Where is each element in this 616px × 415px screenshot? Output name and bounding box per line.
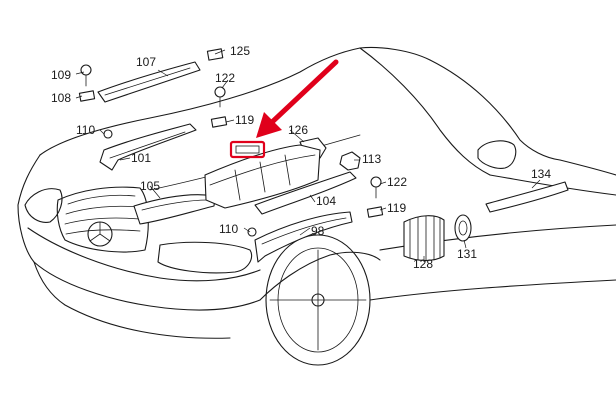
highlight-box-inner (235, 145, 260, 154)
part-110-grommet-top (103, 129, 113, 139)
label-122-mid: 122 (387, 175, 407, 189)
label-119-top: 119 (235, 113, 254, 127)
callout-labels: 107 125 109 108 122 119 110 126 101 113 … (51, 44, 551, 271)
part-98-inner-panel (254, 211, 353, 263)
label-104: 104 (316, 194, 336, 208)
label-98: 98 (311, 224, 325, 238)
label-131: 131 (457, 247, 477, 261)
label-122-top: 122 (215, 71, 235, 85)
highlight-annotation (229, 59, 339, 159)
label-134: 134 (531, 167, 551, 181)
leader-lines (75, 49, 541, 262)
part-128-bellows (403, 215, 445, 262)
label-110-top: 110 (76, 123, 95, 137)
part-113-nut (339, 151, 361, 171)
highlight-box (229, 140, 266, 159)
part-air-box-main (204, 144, 321, 209)
label-107: 107 (136, 55, 156, 69)
label-101: 101 (131, 151, 151, 165)
label-109: 109 (51, 68, 71, 82)
label-105: 105 (140, 179, 160, 193)
label-128: 128 (413, 257, 433, 271)
part-110-grommet-low (247, 227, 257, 237)
highlight-arrow-head (256, 112, 282, 138)
part-122-screw-mid (370, 176, 382, 199)
part-101-bracket (99, 123, 197, 171)
label-110-low: 110 (219, 222, 238, 236)
label-108: 108 (51, 91, 71, 105)
part-131-grommet (454, 214, 472, 242)
part-119-clip-top (210, 116, 228, 128)
part-109-screw (80, 64, 92, 87)
part-122-screw-top (214, 86, 226, 108)
car-outline (17, 47, 616, 366)
part-105-battery-cover (133, 194, 216, 225)
part-119-clip-mid (366, 206, 384, 218)
part-134-side-molding (485, 181, 569, 213)
label-119-mid: 119 (387, 201, 406, 215)
part-107-cowl-trim (97, 61, 201, 103)
part-108-nut (78, 90, 96, 102)
part-125-clip (206, 48, 224, 61)
highlight-arrow (267, 59, 339, 127)
label-126: 126 (288, 123, 308, 137)
label-125: 125 (230, 44, 250, 58)
label-113: 113 (362, 152, 381, 166)
part-104-trim-strip (254, 171, 357, 215)
